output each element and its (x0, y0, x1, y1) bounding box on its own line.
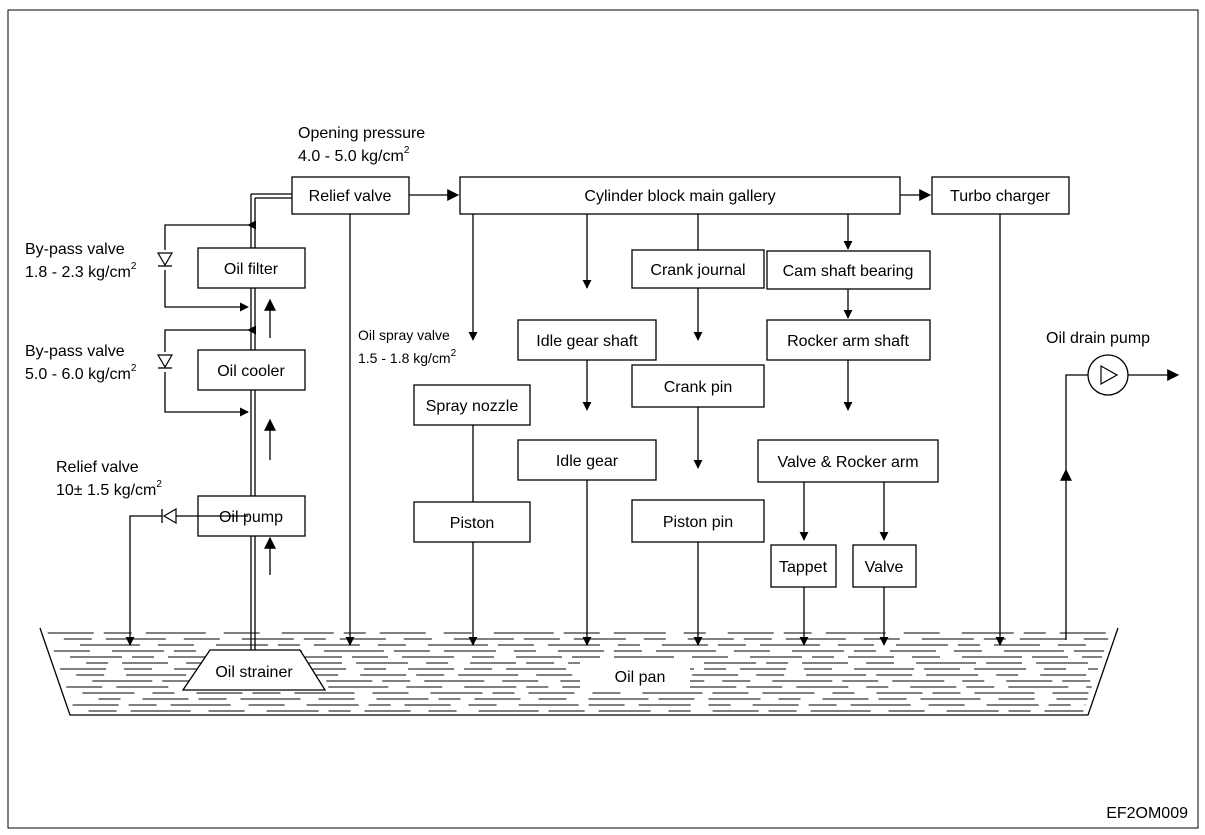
figure-frame (7, 9, 1199, 829)
svg-text:4.0 - 5.0 kg/cm2: 4.0 - 5.0 kg/cm2 (298, 145, 410, 165)
cam-shaft-bearing-box: Cam shaft bearing (766, 250, 931, 290)
svg-text:Oil drain pump: Oil drain pump (1046, 330, 1150, 347)
main-gallery-box: Cylinder block main gallery (459, 176, 901, 215)
svg-text:5.0 - 6.0 kg/cm2: 5.0 - 6.0 kg/cm2 (25, 363, 137, 383)
oil-pan-label: Oil pan (615, 669, 666, 686)
oil-drain-pump: Oil drain pump (1046, 330, 1180, 640)
svg-text:Oil pump: Oil pump (219, 509, 283, 526)
svg-text:Spray nozzle: Spray nozzle (426, 398, 519, 415)
svg-text:Crank journal: Crank journal (650, 262, 745, 279)
svg-text:1.5 - 1.8 kg/cm2: 1.5 - 1.8 kg/cm2 (358, 348, 457, 366)
svg-text:1.8 - 2.3 kg/cm2: 1.8 - 2.3 kg/cm2 (25, 261, 137, 281)
tappet-box: Tappet (770, 544, 837, 588)
idle-gear-shaft-box: Idle gear shaft (517, 319, 657, 361)
svg-text:Turbo charger: Turbo charger (950, 188, 1051, 205)
oil-filter-box: Oil filter (197, 247, 306, 289)
svg-text:Cam shaft bearing: Cam shaft bearing (783, 263, 914, 280)
svg-text:By-pass valve: By-pass valve (25, 343, 125, 360)
oil-cooler-box: Oil cooler (197, 349, 306, 391)
svg-text:Tappet: Tappet (779, 559, 828, 576)
svg-text:Piston: Piston (450, 515, 494, 532)
spray-nozzle-box: Spray nozzle (413, 384, 531, 426)
svg-text:Cylinder block main gallery: Cylinder block main gallery (584, 188, 775, 205)
oil-strainer: Oil strainer (181, 649, 327, 691)
piston-box: Piston (413, 501, 531, 543)
oil-pan: Oil pan (39, 627, 1119, 716)
svg-text:Relief valve: Relief valve (309, 188, 392, 205)
oil-spray-valve-note: Oil spray valve 1.5 - 1.8 kg/cm2 (358, 327, 457, 366)
svg-text:Relief valve: Relief valve (56, 459, 139, 476)
svg-text:Oil filter: Oil filter (224, 261, 279, 278)
svg-text:By-pass valve: By-pass valve (25, 241, 125, 258)
valve-box: Valve (852, 544, 917, 588)
valve-rocker-arm-box: Valve & Rocker arm (757, 439, 939, 483)
oil-strainer-label: Oil strainer (215, 664, 293, 681)
svg-text:Idle gear: Idle gear (556, 453, 619, 470)
opening-pressure-note: Opening pressure 4.0 - 5.0 kg/cm2 (298, 125, 425, 165)
figure-code: EF2OM009 (1106, 805, 1188, 822)
svg-text:Oil spray valve: Oil spray valve (358, 327, 450, 343)
svg-text:Piston pin: Piston pin (663, 514, 733, 531)
bypass-valve-1: By-pass valve 1.8 - 2.3 kg/cm2 (25, 220, 257, 312)
turbo-charger-box: Turbo charger (931, 176, 1070, 215)
idle-gear-box: Idle gear (517, 439, 657, 481)
svg-text:Idle gear shaft: Idle gear shaft (536, 333, 638, 350)
svg-text:Crank pin: Crank pin (664, 379, 732, 396)
svg-text:Valve: Valve (865, 559, 904, 576)
relief-valve-box: Relief valve (291, 176, 410, 215)
crank-pin-box: Crank pin (631, 364, 765, 408)
svg-text:Valve & Rocker arm: Valve & Rocker arm (777, 454, 918, 471)
svg-text:Oil cooler: Oil cooler (217, 363, 285, 380)
pump-relief-valve: Relief valve 10± 1.5 kg/cm2 (56, 459, 248, 646)
svg-text:10± 1.5 kg/cm2: 10± 1.5 kg/cm2 (56, 479, 162, 499)
svg-text:Rocker arm shaft: Rocker arm shaft (787, 333, 909, 350)
piston-pin-box: Piston pin (631, 499, 765, 543)
crank-journal-box: Crank journal (631, 249, 765, 289)
bypass-valve-2: By-pass valve 5.0 - 6.0 kg/cm2 (25, 325, 257, 417)
rocker-arm-shaft-box: Rocker arm shaft (766, 319, 931, 361)
svg-text:Opening pressure: Opening pressure (298, 125, 425, 142)
